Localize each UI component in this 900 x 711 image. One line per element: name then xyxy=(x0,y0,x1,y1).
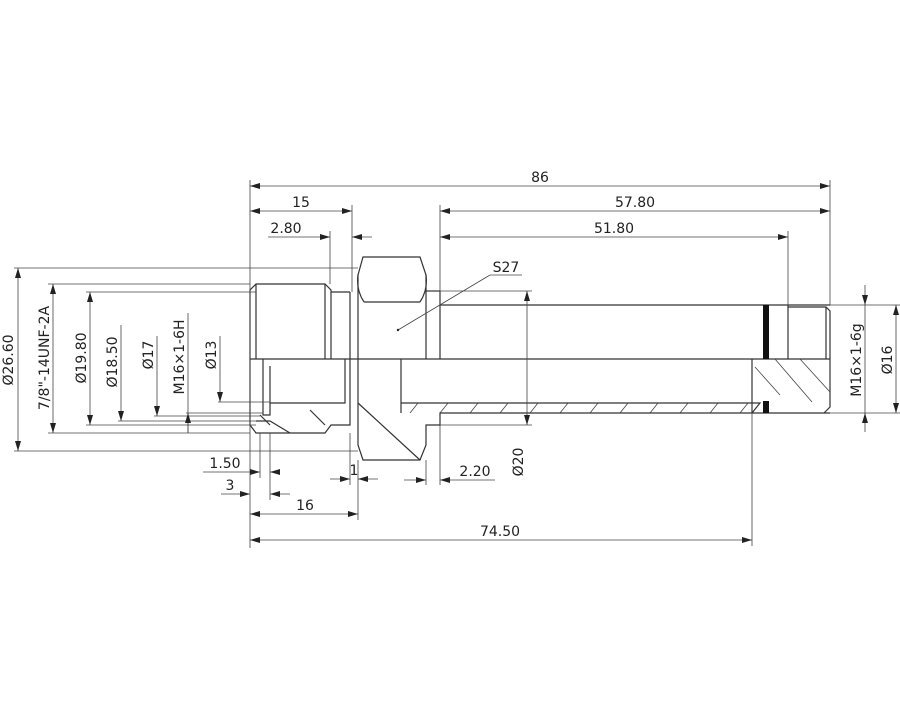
dim-internal-thread: M16×1-6H xyxy=(172,319,188,394)
dim-3: 3 xyxy=(226,478,235,494)
dim-dia-18-50: Ø18.50 xyxy=(105,336,121,387)
dim-dia-13: Ø13 xyxy=(204,341,220,370)
dim-dia-20: Ø20 xyxy=(511,448,527,477)
dim-dia-19-80: Ø19.80 xyxy=(74,332,90,383)
dim-1: 1 xyxy=(350,463,359,479)
dim-dia-26-60: Ø26.60 xyxy=(1,334,17,385)
dim-16: 16 xyxy=(296,498,314,514)
dim-dia-16: Ø16 xyxy=(880,345,896,374)
dim-15: 15 xyxy=(292,195,310,211)
hex-size-label: S27 xyxy=(493,260,520,276)
part-outline xyxy=(249,256,831,461)
dim-74-50: 74.50 xyxy=(480,524,520,540)
dim-2-80: 2.80 xyxy=(270,221,301,237)
dim-57-80: 57.80 xyxy=(615,195,655,211)
dim-1-50: 1.50 xyxy=(209,456,240,472)
dim-2-20: 2.20 xyxy=(459,464,490,480)
section-hatching xyxy=(409,358,831,414)
dimension-labels: 86 15 57.80 2.80 51.80 S27 Ø26.60 7/8"-1… xyxy=(1,170,896,540)
dim-thread-left: 7/8"-14UNF-2A xyxy=(37,306,53,411)
dim-dia-17: Ø17 xyxy=(141,341,157,370)
dimension-lines xyxy=(15,183,899,543)
dim-51-80: 51.80 xyxy=(594,221,634,237)
dim-86: 86 xyxy=(531,170,549,186)
extension-lines xyxy=(14,180,900,548)
dim-thread-right: M16×1-6g xyxy=(849,323,865,396)
